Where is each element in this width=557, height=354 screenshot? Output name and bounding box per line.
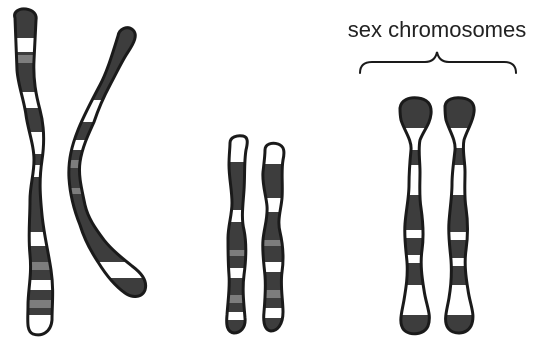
sex-chromosome-2 — [435, 90, 485, 340]
grouping-brace — [360, 52, 516, 73]
chromosome-3 — [220, 130, 255, 340]
chromosome-2 — [60, 20, 160, 310]
sex-chromosome-1 — [390, 90, 440, 340]
sex-chromosomes-label: sex chromosomes — [348, 17, 527, 42]
chromosome-4 — [255, 135, 295, 340]
chromosome-1 — [0, 0, 70, 354]
